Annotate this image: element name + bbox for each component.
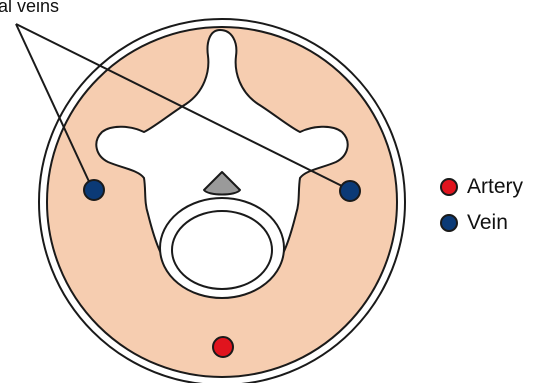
legend-item-vein: Vein — [440, 211, 508, 235]
legend-item-artery: Artery — [440, 175, 523, 199]
vein-legend-icon — [440, 214, 458, 232]
legend-label-vein: Vein — [467, 211, 508, 235]
right-vein — [340, 181, 360, 201]
artery — [213, 337, 233, 357]
legend-label-artery: Artery — [467, 175, 523, 199]
left-vein — [84, 180, 104, 200]
artery-legend-icon — [440, 178, 458, 196]
canal-ring-inner — [172, 211, 272, 289]
veins-label: al veins — [0, 0, 59, 17]
